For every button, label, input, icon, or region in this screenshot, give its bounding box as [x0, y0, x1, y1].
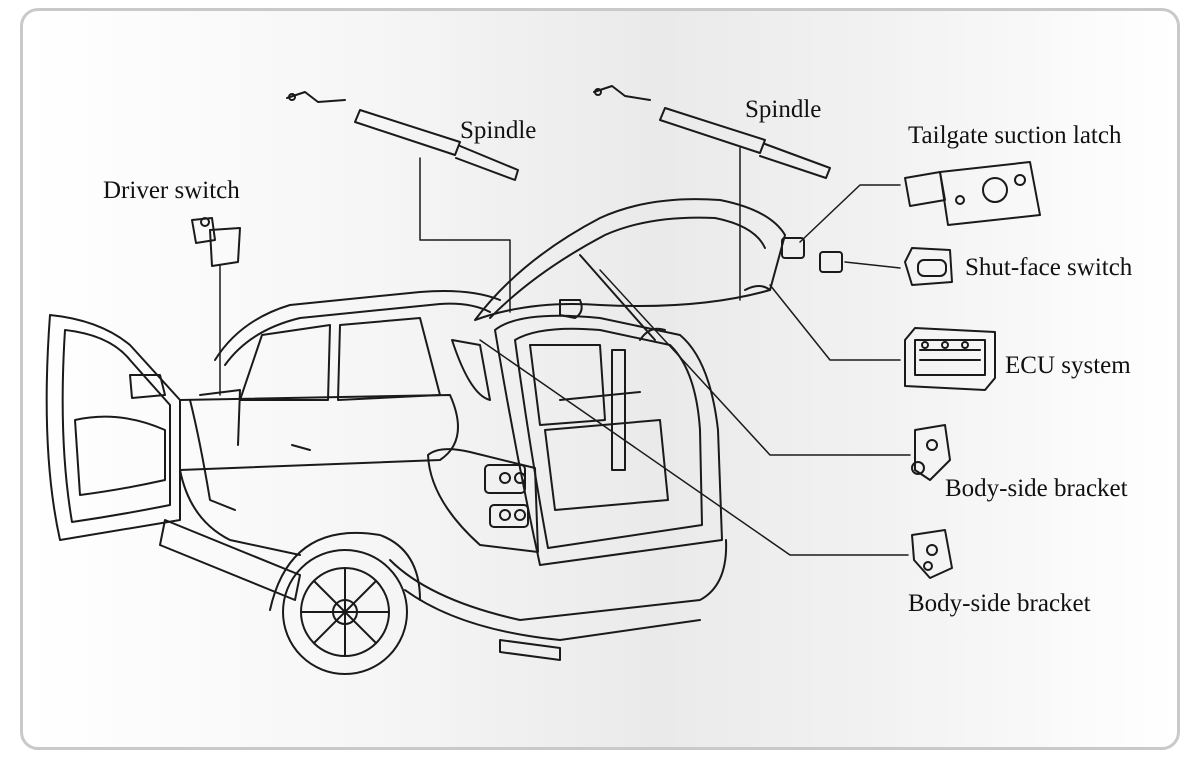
tailgate [474, 198, 843, 341]
label-body-bracket-upper: Body-side bracket [945, 475, 1128, 502]
tailgate-latch-part [904, 161, 1041, 226]
label-ecu-system: ECU system [1005, 352, 1131, 379]
label-spindle-left: Spindle [460, 117, 537, 144]
label-shut-face-switch: Shut-face switch [965, 254, 1133, 281]
spindle-left-part [286, 91, 519, 181]
label-tailgate-latch: Tailgate suction latch [908, 122, 1122, 149]
bracket-lower-part [911, 529, 953, 579]
driver-switch-part [191, 217, 241, 267]
shut-face-switch-part [904, 247, 953, 286]
label-spindle-right: Spindle [745, 96, 822, 123]
ecu-part [904, 327, 996, 391]
car-body [45, 290, 728, 675]
spindle-right-part [593, 85, 831, 179]
label-body-bracket-lower: Body-side bracket [908, 590, 1091, 617]
bracket-upper-part [911, 424, 951, 481]
label-driver-switch: Driver switch [103, 177, 240, 204]
leader-lines [219, 147, 911, 556]
diagram-frame [20, 8, 1180, 750]
